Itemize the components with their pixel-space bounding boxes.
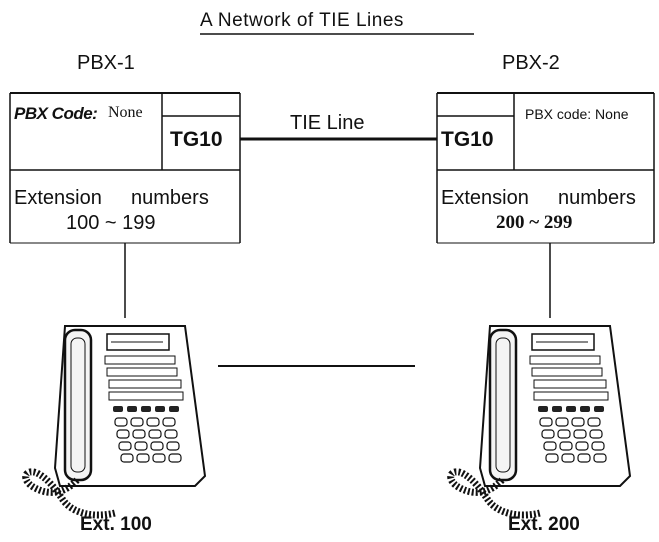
diagram-title: A Network of TIE Lines [200,10,404,31]
pbx1-ext-label-1: Extension [14,187,102,209]
tie-line-label: TIE Line [290,112,365,134]
pbx1-code-value: None [108,104,143,121]
pbx2-code-text: PBX code: None [525,106,629,122]
pbx2-trunk-group: TG10 [441,128,494,151]
pbx1-ext-label-2: numbers [131,187,209,209]
pbx1-ext-range: 100 ~ 199 [66,212,156,234]
pbx1-name: PBX-1 [77,52,135,74]
pbx1-code-label: PBX Code: [14,104,98,123]
pbx2-ext-range: 200 ~ 299 [496,212,573,233]
pbx2-ext-label-1: Extension [441,187,529,209]
pbx2-box [436,92,655,244]
phone2-label: Ext. 200 [508,514,580,535]
desk-telephone-icon [447,325,632,519]
desk-telephone-icon [22,325,207,519]
pbx2-ext-label-2: numbers [558,187,636,209]
pbx1-trunk-group: TG10 [170,128,223,151]
pbx2-name: PBX-2 [502,52,560,74]
phone1-label: Ext. 100 [80,514,152,535]
